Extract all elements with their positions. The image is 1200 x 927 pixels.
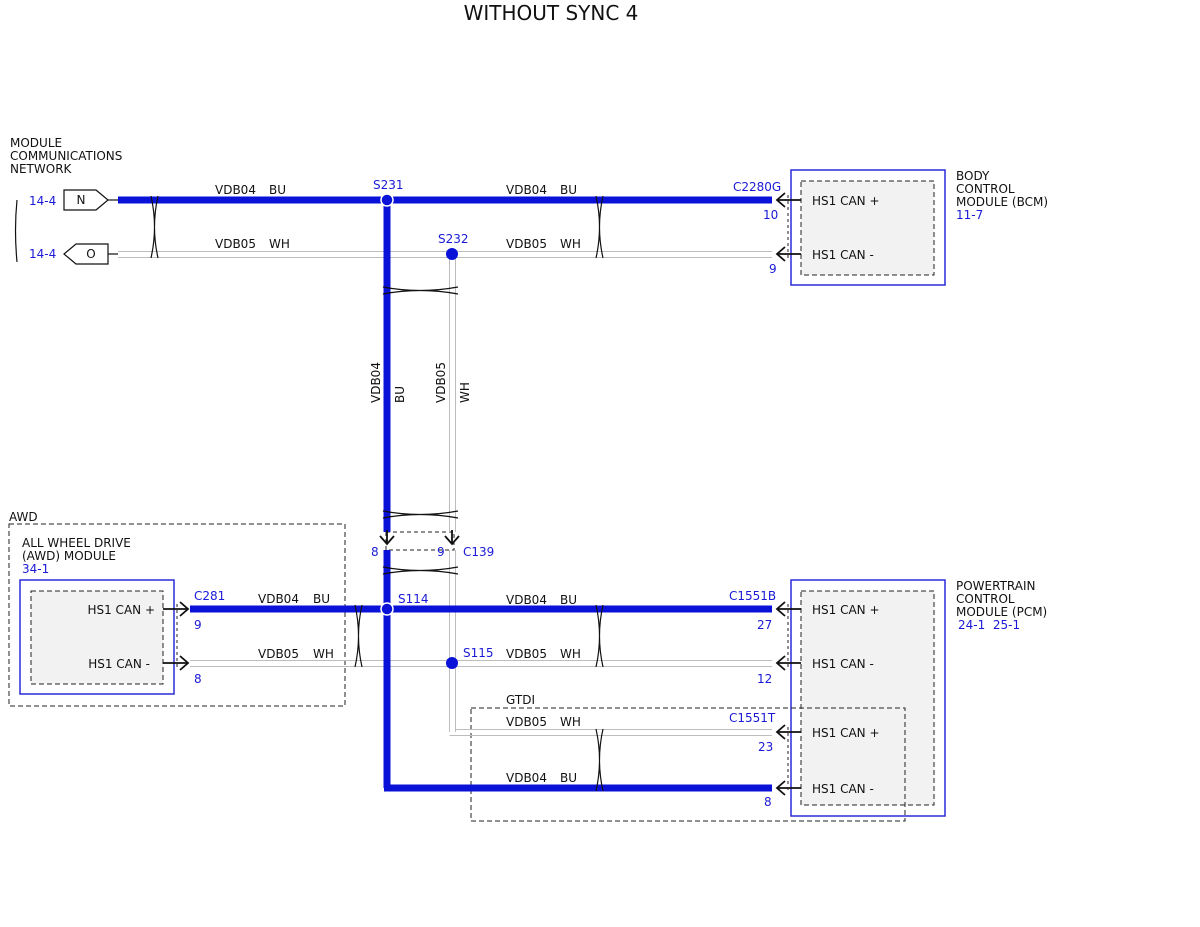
awd-name-1: ALL WHEEL DRIVE (22, 536, 131, 550)
bcm-name-1: BODY (956, 169, 990, 183)
gtdi-label: GTDI (506, 693, 535, 707)
wire-color-bu-awd: BU (313, 592, 330, 606)
pcm-pin-t-plus: 23 (758, 740, 773, 754)
wire-label-vdb05-top-left: VDB05 (215, 237, 256, 251)
pcm-connector-t-label[interactable]: C1551T (729, 711, 776, 725)
awd-pin-minus: 8 (194, 672, 202, 686)
pcm-pin-b-plus: 27 (757, 618, 772, 632)
bcm-pin-minus: 9 (769, 262, 777, 276)
connector-n-shape (63, 189, 109, 211)
wire-label-vdb05-top-right: VDB05 (506, 237, 547, 251)
wire-color-wh-pcm: WH (560, 647, 581, 661)
splice-s115-label[interactable]: S115 (463, 646, 494, 660)
pcm-name-2: CONTROL (956, 592, 1015, 606)
connector-n-label: N (77, 193, 86, 207)
network-label-1: MODULE (10, 136, 62, 150)
wire-label-vdb04-top-right: VDB04 (506, 183, 547, 197)
wire-color-bu-top-left: BU (269, 183, 286, 197)
network-ref-n[interactable]: 14-4 (29, 194, 56, 208)
bcm-pin-plus: 10 (763, 208, 778, 222)
connector-o-label: O (86, 247, 95, 261)
pcm-name-3: MODULE (PCM) (956, 605, 1047, 619)
splice-dots (380, 193, 458, 669)
network-label-3: NETWORK (10, 162, 73, 176)
bcm-inner-box (800, 180, 935, 276)
splice-s232-dot (446, 248, 458, 260)
splice-s114-dot (380, 602, 394, 616)
wire-color-wh-gtdi: WH (560, 715, 581, 729)
awd-signal-plus: HS1 CAN + (87, 603, 155, 617)
pcm-pin-b-minus: 12 (757, 672, 772, 686)
pcm-connector-b-label[interactable]: C1551B (729, 589, 776, 603)
pcm-name-1: POWERTRAIN (956, 579, 1036, 593)
wire-label-vdb04-awd: VDB04 (258, 592, 299, 606)
pcm-signal-t-minus: HS1 CAN - (812, 782, 874, 796)
awd-connector-label[interactable]: C281 (194, 589, 225, 603)
wire-color-wh-top-left: WH (269, 237, 290, 251)
bcm-connector-label[interactable]: C2280G (733, 180, 781, 194)
splice-s231-label[interactable]: S231 (373, 178, 404, 192)
wire-label-vdb04-vertical: VDB04 (369, 362, 383, 403)
wire-color-wh-vertical: WH (458, 382, 472, 403)
pcm-inner-box (800, 590, 935, 806)
bu-wires (118, 196, 772, 792)
awd-pin-plus: 9 (194, 618, 202, 632)
awd-inner-box (30, 590, 164, 685)
wire-label-vdb04-top-left: VDB04 (215, 183, 256, 197)
wire-label-vdb04-pcm: VDB04 (506, 593, 547, 607)
awd-name-2: (AWD) MODULE (22, 549, 116, 563)
awd-ref[interactable]: 34-1 (22, 562, 49, 576)
wire-label-vdb05-vertical: VDB05 (434, 362, 448, 403)
splice-s115-dot (446, 657, 458, 669)
c139-label[interactable]: C139 (463, 545, 494, 559)
gtdi-dashed-box (470, 707, 906, 822)
pcm-ref[interactable]: 24-1 25-1 (958, 618, 1020, 632)
connector-dashes (176, 195, 789, 793)
network-ref-o[interactable]: 14-4 (29, 247, 56, 261)
pcm-signal-minus: HS1 CAN - (812, 657, 874, 671)
wire-label-vdb05-pcm: VDB05 (506, 647, 547, 661)
pin-arrows (163, 192, 801, 796)
network-bracket (14, 199, 18, 263)
wire-color-wh-awd: WH (313, 647, 334, 661)
pcm-pin-t-minus: 8 (764, 795, 772, 809)
diagram-title: WITHOUT SYNC 4 (464, 1, 639, 25)
wire-label-vdb05-gtdi: VDB05 (506, 715, 547, 729)
c139-pin-wh: 9 (437, 545, 445, 559)
splice-s232-label[interactable]: S232 (438, 232, 469, 246)
bcm-name-3: MODULE (BCM) (956, 195, 1048, 209)
c139-pin-bu: 8 (371, 545, 379, 559)
wire-label-vdb05-awd: VDB05 (258, 647, 299, 661)
awd-box-label: AWD (9, 510, 38, 524)
bcm-signal-minus: HS1 CAN - (812, 248, 874, 262)
wire-label-vdb04-gtdi: VDB04 (506, 771, 547, 785)
pcm-signal-plus: HS1 CAN + (812, 603, 880, 617)
bcm-ref[interactable]: 11-7 (956, 208, 983, 222)
wire-color-bu-vertical: BU (393, 386, 407, 403)
splice-s231-dot (380, 193, 394, 207)
wire-color-bu-gtdi: BU (560, 771, 577, 785)
wire-color-bu-pcm: BU (560, 593, 577, 607)
wh-wires (118, 251, 772, 736)
wire-color-wh-top-right: WH (560, 237, 581, 251)
bcm-name-2: CONTROL (956, 182, 1015, 196)
wire-color-bu-top-right: BU (560, 183, 577, 197)
awd-signal-minus: HS1 CAN - (88, 657, 150, 671)
bcm-signal-plus: HS1 CAN + (812, 194, 880, 208)
network-label-2: COMMUNICATIONS (10, 149, 122, 163)
twisted-pair-marks (150, 195, 604, 792)
splice-s114-label[interactable]: S114 (398, 592, 429, 606)
awd-dashed-box (8, 523, 346, 707)
pcm-signal-t-plus: HS1 CAN + (812, 726, 880, 740)
connector-o-shape (63, 243, 109, 265)
